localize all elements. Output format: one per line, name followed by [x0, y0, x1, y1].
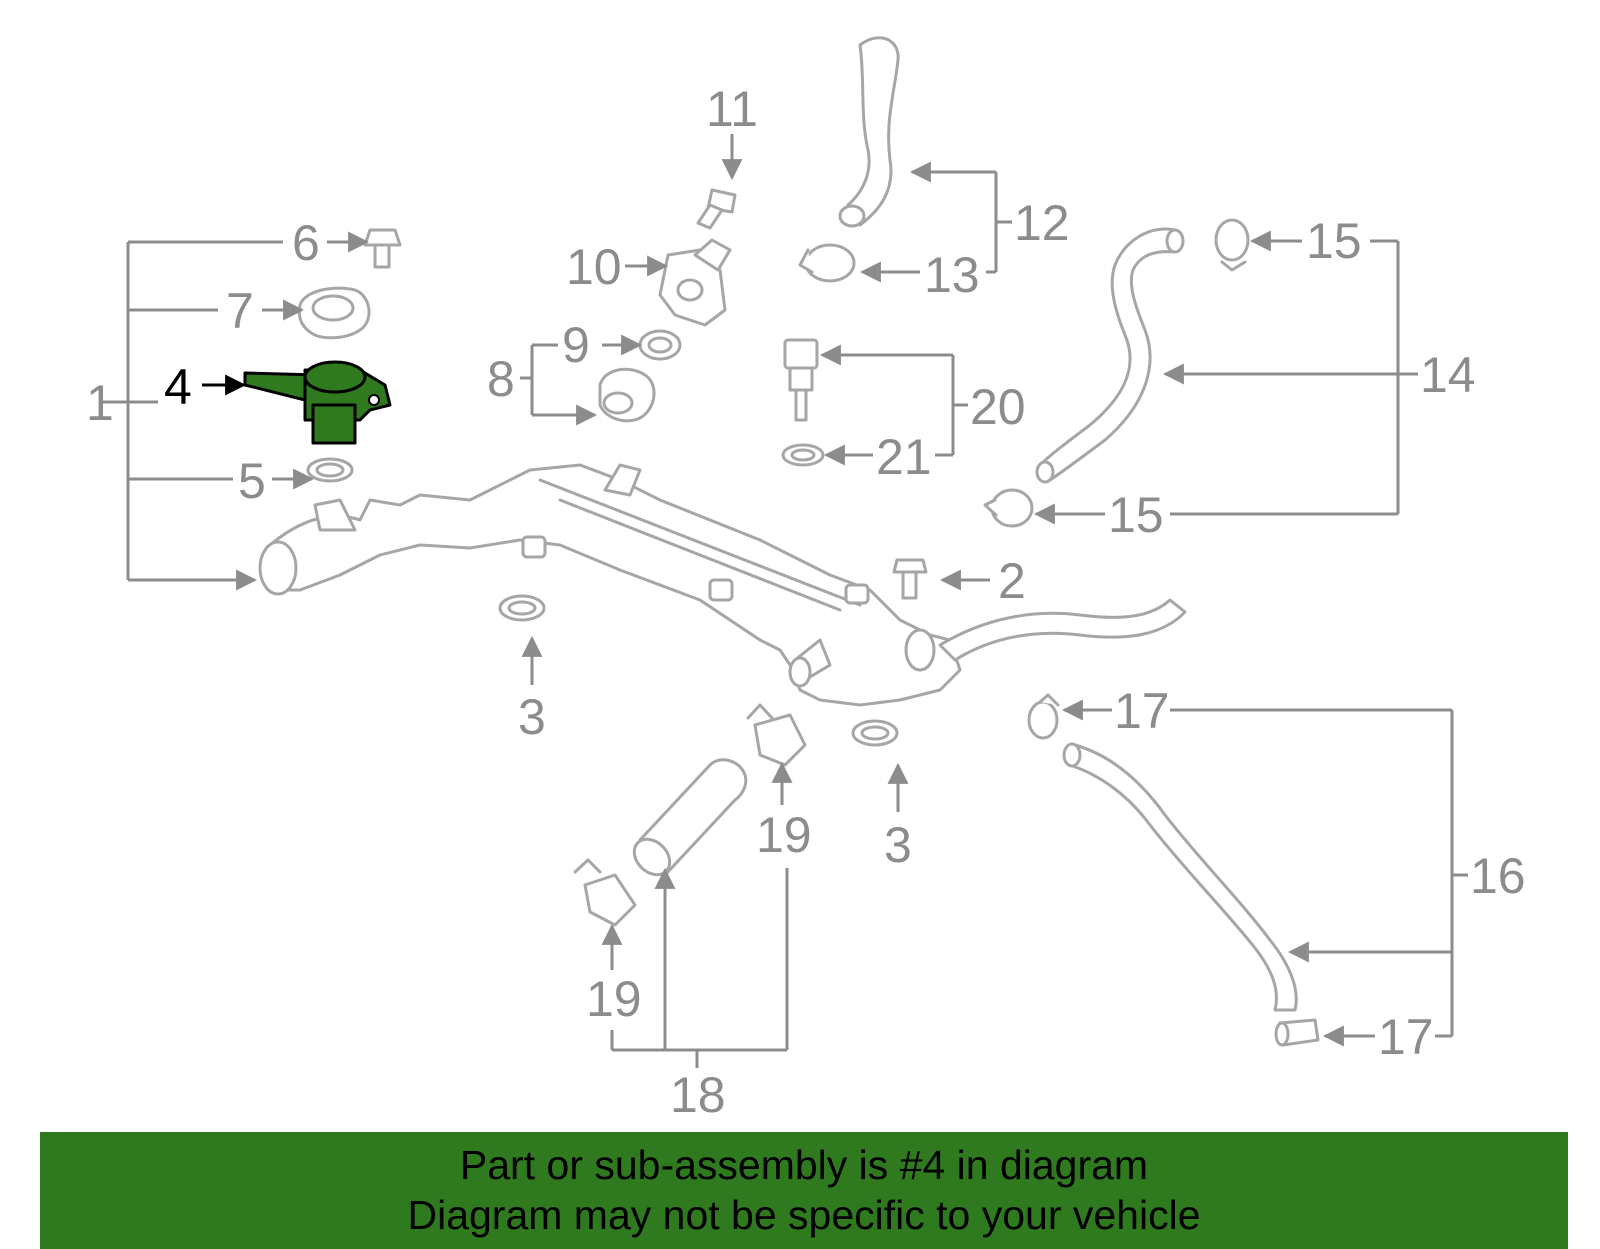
callout-16: 16: [1470, 848, 1526, 904]
callout-21: 21: [876, 429, 932, 485]
part-7-cover: [297, 286, 371, 340]
callout-12: 12: [1014, 195, 1070, 251]
part-19-clamp-a: [746, 703, 807, 767]
callout-13: 13: [924, 247, 980, 303]
info-banner: Part or sub-assembly is #4 in diagram Di…: [40, 1132, 1568, 1249]
part-2-bolt: [892, 558, 928, 600]
banner-line-1: Part or sub-assembly is #4 in diagram: [459, 1142, 1149, 1188]
part-19-clamp-b: [573, 858, 637, 927]
callout-17b: 17: [1378, 1009, 1434, 1065]
part-12-hose: [838, 36, 900, 228]
callout-18: 18: [670, 1067, 726, 1123]
callout-3a: 3: [518, 689, 546, 745]
part-11-bolt: [696, 188, 737, 230]
callout-4[interactable]: 4: [164, 359, 192, 415]
callout-10: 10: [566, 239, 622, 295]
part-10-outlet: [658, 238, 732, 327]
callout-15b: 15: [1108, 487, 1164, 543]
callout-20: 20: [970, 379, 1026, 435]
callout-1: 1: [86, 375, 114, 431]
callout-15a: 15: [1306, 213, 1362, 269]
callout-9: 9: [562, 317, 590, 373]
callout-5: 5: [238, 453, 266, 509]
callout-19a: 19: [586, 971, 642, 1027]
callout-3b: 3: [884, 817, 912, 873]
callout-6: 6: [292, 215, 320, 271]
part-18-hose: [632, 758, 748, 877]
callout-8: 8: [487, 351, 515, 407]
callout-19b: 19: [756, 807, 812, 863]
callout-17a: 17: [1114, 683, 1170, 739]
part-17-clamp-a: [1027, 693, 1060, 740]
callout-11: 11: [706, 81, 758, 137]
callout-labels: 1 2 3 3 4 5 6 7 8 9 10 11 12 13 14 15 15…: [86, 81, 1526, 1123]
part-16-hose: [1062, 742, 1298, 1012]
part-20-sensor: [783, 338, 819, 422]
water-pipe-assembly: [258, 463, 1187, 707]
part-6-bolt: [363, 228, 402, 269]
callout-7: 7: [226, 283, 254, 339]
part-14-hose: [1035, 227, 1185, 484]
callout-14: 14: [1420, 347, 1476, 403]
part-8-thermostat: [598, 367, 656, 423]
part-13-clamp: [798, 243, 856, 283]
part-17-clamp-b: [1274, 1018, 1320, 1047]
part-15-clamp-a: [1214, 218, 1250, 272]
banner-line-2: Diagram may not be specific to your vehi…: [407, 1192, 1201, 1238]
leader-lines: [100, 134, 1468, 1068]
callout-2: 2: [998, 553, 1026, 609]
part-4-highlighted[interactable]: [243, 360, 392, 445]
part-15-clamp-b: [983, 488, 1034, 528]
